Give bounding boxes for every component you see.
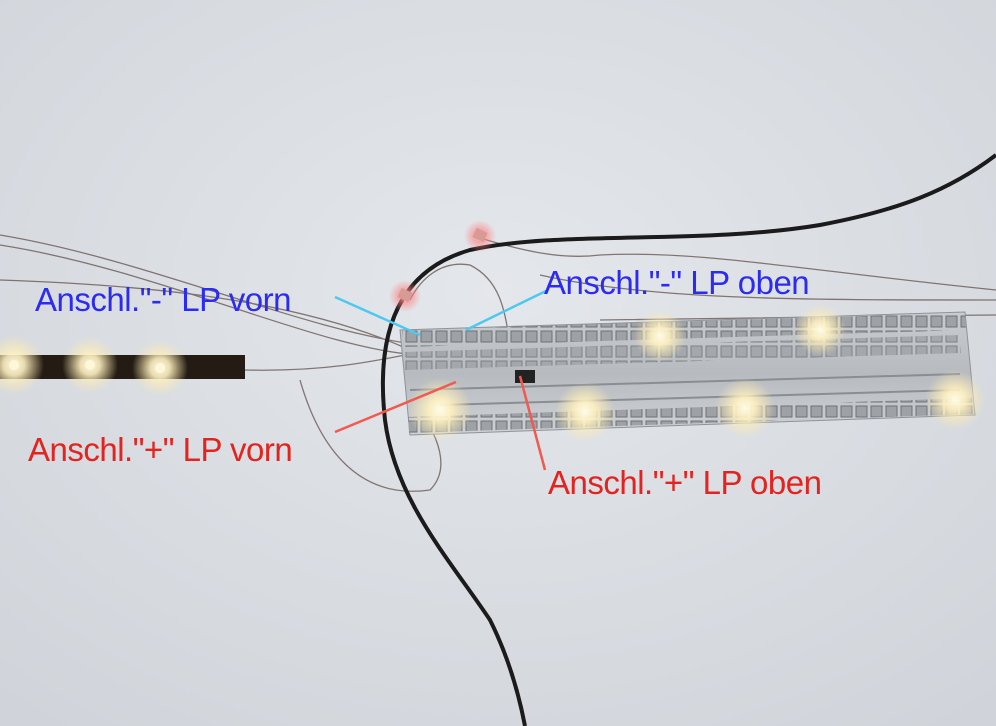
pointer-plus-top (518, 375, 547, 471)
pointer-lines (334, 288, 549, 471)
label-minus-front: Anschl."-" LP vorn (35, 281, 291, 318)
pointer-plus-front (334, 380, 457, 434)
pointer-minus-front (334, 295, 421, 337)
circuit-board (399, 304, 985, 442)
label-plus-top: Anschl."+" LP oben (548, 464, 822, 501)
black-cable (380, 153, 996, 726)
pointer-minus-top (465, 288, 549, 332)
red-leds (389, 220, 496, 312)
label-minus-top: Anschl."-" LP oben (544, 264, 810, 301)
led-strip (0, 335, 245, 396)
label-plus-front: Anschl."+" LP vorn (28, 431, 293, 468)
